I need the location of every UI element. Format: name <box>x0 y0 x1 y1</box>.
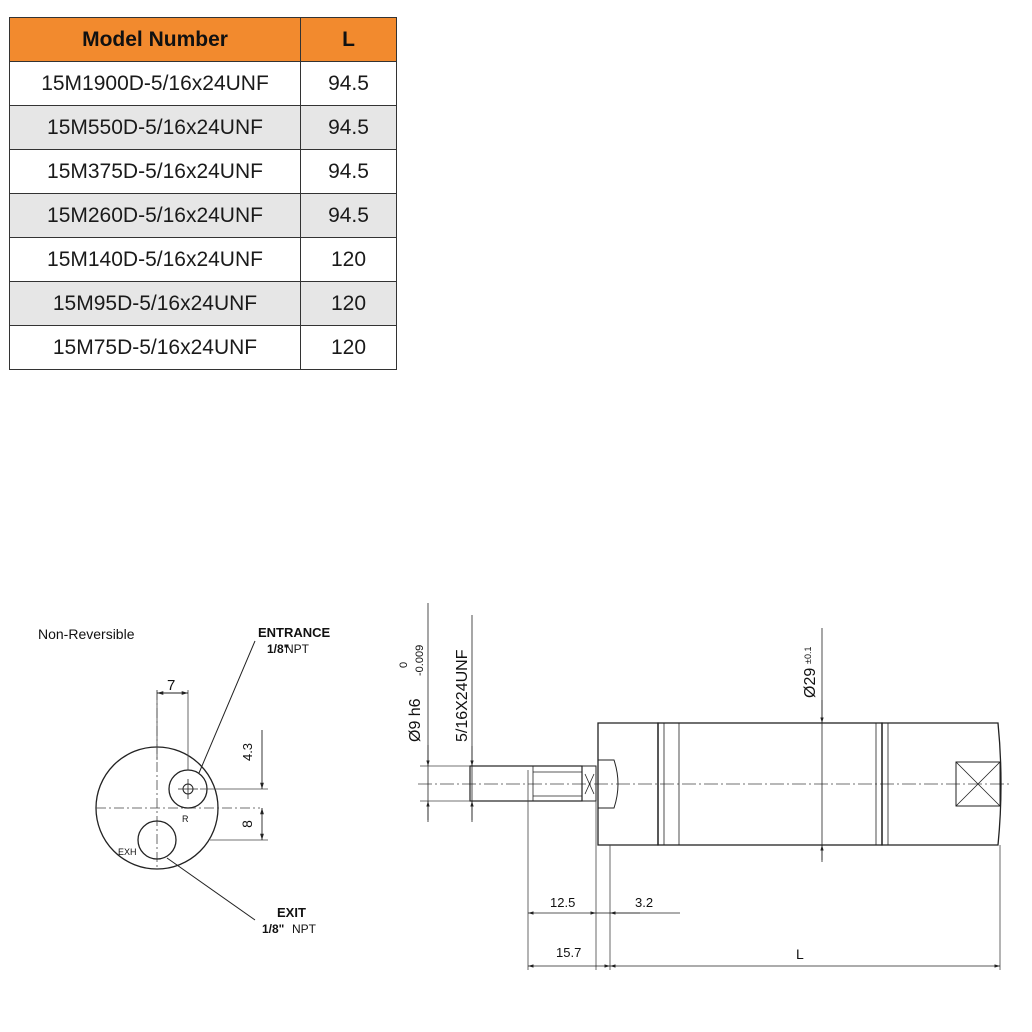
exit-port-unit: NPT <box>292 922 317 936</box>
length-cell: 120 <box>300 237 397 282</box>
entrance-port-size: 1/8" <box>267 642 289 656</box>
dim-lower: 8 <box>239 820 255 828</box>
body-diameter: Ø29 <box>802 668 819 698</box>
exit-port-size: 1/8" <box>262 922 284 936</box>
length-cell: 120 <box>300 325 397 370</box>
table-row: 15M260D-5/16x24UNF 94.5 <box>9 193 397 238</box>
end-view: Non-Reversible R EXH 7 4.3 8 ENTRANCE 1/… <box>38 625 331 936</box>
output-shaft <box>469 765 583 802</box>
shaft-diameter: Ø9 h6 <box>407 698 424 742</box>
marker-exh: EXH <box>118 847 137 857</box>
table-row: 15M375D-5/16x24UNF 94.5 <box>9 149 397 194</box>
model-cell: 15M75D-5/16x24UNF <box>9 325 301 370</box>
model-cell: 15M140D-5/16x24UNF <box>9 237 301 282</box>
dim-offset: 7 <box>167 677 175 694</box>
length-cell: 94.5 <box>300 193 397 238</box>
shaft-tol-upper: 0 <box>398 662 410 668</box>
entrance-label: ENTRANCE <box>258 625 331 640</box>
table-row: 15M75D-5/16x24UNF 120 <box>9 325 397 370</box>
dim-b: 3.2 <box>635 895 653 910</box>
model-cell: 15M1900D-5/16x24UNF <box>9 61 301 106</box>
length-cell: 120 <box>300 281 397 326</box>
length-cell: 94.5 <box>300 61 397 106</box>
entrance-leader <box>198 640 256 774</box>
dim-length: L <box>796 946 804 962</box>
model-cell: 15M260D-5/16x24UNF <box>9 193 301 238</box>
exit-port <box>137 820 177 860</box>
length-cell: 94.5 <box>300 149 397 194</box>
table-row: 15M550D-5/16x24UNF 94.5 <box>9 105 397 150</box>
entrance-port-unit: NPT <box>285 642 310 656</box>
thread-spec: 5/16X24UNF <box>454 649 471 742</box>
length-cell: 94.5 <box>300 105 397 150</box>
table-row: 15M1900D-5/16x24UNF 94.5 <box>9 61 397 106</box>
model-cell: 15M375D-5/16x24UNF <box>9 149 301 194</box>
rear-cap <box>881 722 1002 846</box>
table-row: 15M140D-5/16x24UNF 120 <box>9 237 397 282</box>
table-header-row: Model Number L <box>9 17 397 62</box>
exit-leader <box>166 857 256 921</box>
side-view: Ø9 h6 0 -0.009 5/16X24UNF Ø29 ±0.1 12.5 … <box>398 603 1012 970</box>
column-header-model: Model Number <box>9 17 301 62</box>
exit-label: EXIT <box>277 905 306 920</box>
dim-upper: 4.3 <box>240 743 255 761</box>
model-cell: 15M550D-5/16x24UNF <box>9 105 301 150</box>
end-view-title: Non-Reversible <box>38 626 135 642</box>
body-tolerance: ±0.1 <box>803 647 813 664</box>
shaft-tol-lower: -0.009 <box>414 645 426 676</box>
marker-r: R <box>182 814 189 824</box>
table-row: 15M95D-5/16x24UNF 120 <box>9 281 397 326</box>
model-table: Model Number L 15M1900D-5/16x24UNF 94.5 … <box>9 17 397 370</box>
dim-c: 15.7 <box>556 945 581 960</box>
rear-square-drive <box>955 761 1001 807</box>
model-cell: 15M95D-5/16x24UNF <box>9 281 301 326</box>
dim-a: 12.5 <box>550 895 575 910</box>
column-header-length: L <box>300 17 397 62</box>
